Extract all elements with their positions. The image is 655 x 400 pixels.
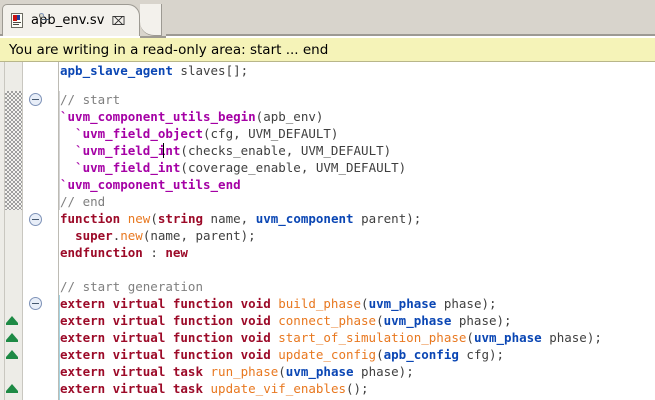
read-only-banner: You are writing in a read-only area: sta…: [0, 38, 655, 62]
code-line-18: extern virtual function void start_of_si…: [60, 330, 602, 345]
override-marker-start-of-simulation-phase[interactable]: [6, 350, 18, 359]
editor-tab-strip: apb_env.sv ⌧: [0, 0, 655, 38]
code-line-4: `uvm_component_utils_begin(apb_env): [60, 109, 324, 124]
code-line-12: super.new(name, parent);: [75, 228, 256, 243]
code-line-6: `uvm_field_int(checks_enable, UVM_DEFAUL…: [75, 143, 392, 158]
code-line-17: extern virtual function void connect_pha…: [60, 313, 512, 328]
code-line-5: `uvm_field_object(cfg, UVM_DEFAULT): [75, 126, 339, 141]
code-line-21: extern virtual task update_vif_enables()…: [60, 381, 369, 396]
tab-trailing-curve: [140, 4, 166, 38]
close-icon[interactable]: ⌧: [111, 13, 126, 28]
code-line-8: `uvm_component_utils_end: [60, 177, 241, 192]
editor-folding-bar[interactable]: [23, 62, 59, 400]
code-line-20: extern virtual task run_phase(uvm_phase …: [60, 364, 414, 379]
editor-marker-bar[interactable]: [0, 62, 5, 400]
tab-apb-env-sv[interactable]: apb_env.sv ⌧: [2, 4, 140, 36]
code-line-7: `uvm_field_int(coverage_enable, UVM_DEFA…: [75, 160, 407, 175]
code-line-9: // end: [60, 194, 106, 209]
fold-collapse-function-new[interactable]: [29, 213, 42, 226]
text-caret: [163, 143, 164, 158]
override-marker-connect-phase[interactable]: [6, 333, 18, 342]
fold-collapse-readonly-start[interactable]: [29, 93, 42, 106]
tab-strip-divider: [0, 34, 655, 36]
code-editor[interactable]: apb_slave_agent slaves[]; // start `uvm_…: [0, 62, 655, 400]
code-line-1: apb_slave_agent slaves[];: [60, 63, 249, 78]
tab-label: apb_env.sv: [31, 13, 105, 28]
read-only-banner-text: You are writing in a read-only area: sta…: [9, 41, 329, 58]
code-text-pane[interactable]: apb_slave_agent slaves[]; // start `uvm_…: [60, 62, 655, 400]
override-marker-build-phase[interactable]: [6, 316, 18, 325]
code-line-16: extern virtual function void build_phase…: [60, 296, 497, 311]
code-line-15: // start generation: [60, 279, 203, 294]
code-line-19: extern virtual function void update_conf…: [60, 347, 505, 362]
override-marker-run-phase[interactable]: [6, 384, 18, 393]
systemverilog-file-icon: [10, 12, 49, 29]
code-line-22: // end generation: [60, 397, 655, 400]
code-line-13: endfunction : new: [60, 245, 188, 260]
code-line-11: function new(string name, uvm_component …: [60, 211, 422, 226]
fold-collapse-generation[interactable]: [29, 297, 42, 310]
change-bar-readonly: [5, 91, 22, 210]
code-line-3: // start: [60, 92, 121, 107]
